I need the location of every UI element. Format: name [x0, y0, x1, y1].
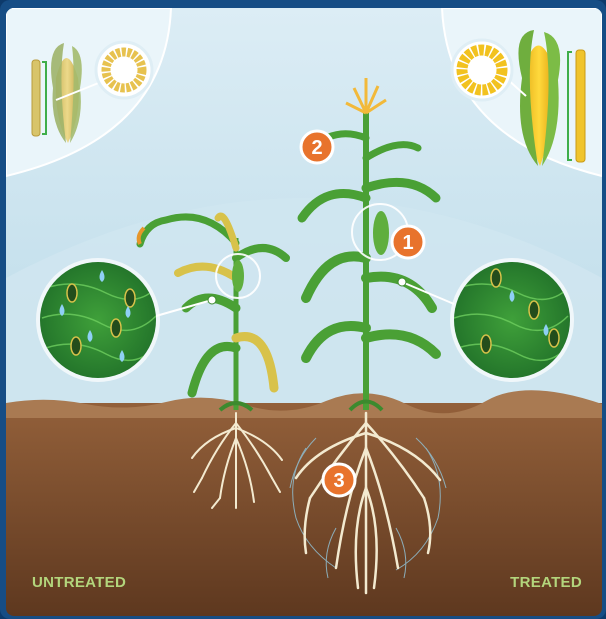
- diagram-stage: 1 2 3 UNTREATED TREATED: [6, 8, 602, 616]
- leaf-closeup-icon: [36, 258, 160, 382]
- callout-badge-1: 1: [392, 226, 424, 258]
- treated-label: TREATED: [510, 574, 582, 591]
- callout-number-1: 1: [402, 232, 413, 254]
- kernel-ring-icon: [96, 42, 152, 98]
- callout-badge-2: 2: [301, 131, 333, 163]
- leaf-closeup-icon: [450, 258, 574, 382]
- kernel-ring-icon: [452, 40, 512, 100]
- diagram-svg: 1 2 3: [6, 8, 602, 616]
- callout-number-3: 3: [333, 470, 344, 492]
- callout-badge-3: 3: [323, 464, 355, 496]
- untreated-label: UNTREATED: [32, 574, 126, 591]
- callout-number-2: 2: [311, 137, 322, 159]
